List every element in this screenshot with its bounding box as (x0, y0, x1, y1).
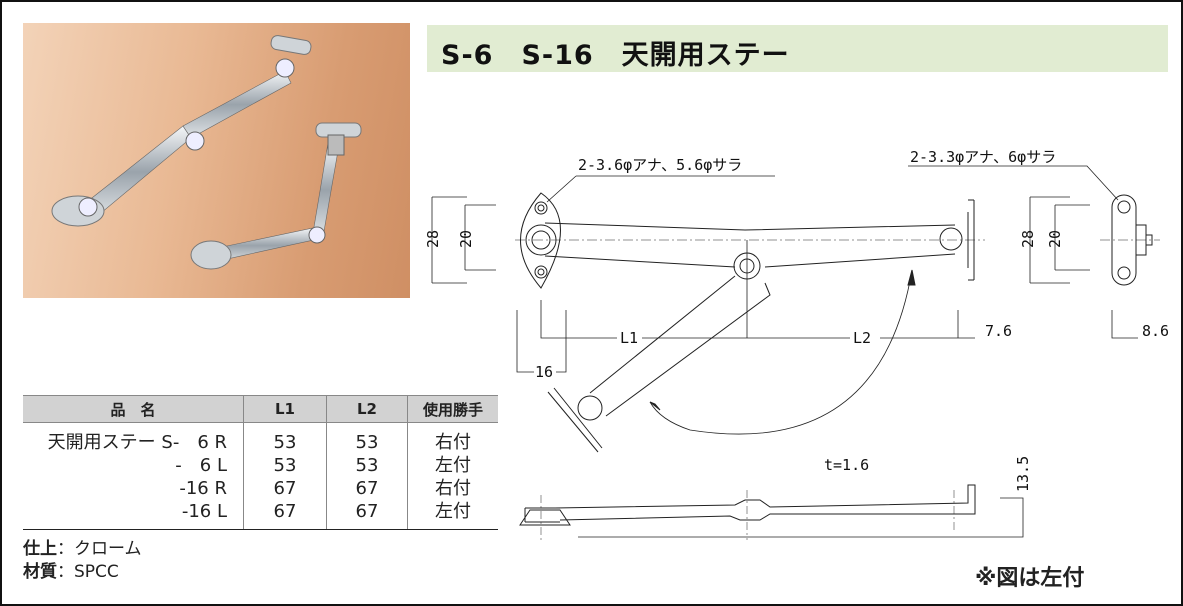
hole-spec-right: 2-3.3φアナ、6φサラ (910, 148, 1056, 166)
table-row: 天開用ステー S- 6 R 53 53 右付 (23, 422, 498, 454)
cell-l1: 53 (243, 454, 327, 477)
table-row: -16 R 67 67 右付 (23, 477, 498, 500)
dim-l1: L1 (620, 329, 638, 347)
header-hand: 使用勝手 (407, 395, 498, 423)
stay-photo-illustration (51, 35, 362, 270)
spec-notes: 仕上：クローム 材質：SPCC (23, 538, 142, 584)
dim-28-right: 28 (1019, 230, 1037, 248)
dim-7-6: 7.6 (985, 322, 1012, 340)
material-label: 材質 (23, 562, 57, 582)
dim-20-left: 20 (457, 230, 475, 248)
finish-value: ：クローム (57, 539, 142, 559)
cell-hand: 右付 (407, 477, 498, 500)
dim-16: 16 (535, 363, 553, 381)
table-row: -16 L 67 67 左付 (23, 500, 498, 530)
cell-l2: 53 (326, 422, 408, 454)
cell-l1: 53 (243, 422, 327, 454)
finish-label: 仕上 (23, 539, 57, 559)
dim-l2: L2 (853, 329, 871, 347)
table-header-row: 品 名 L1 L2 使用勝手 (23, 395, 498, 423)
table-row: - 6 L 53 53 左付 (23, 454, 498, 477)
cell-l2: 67 (326, 477, 408, 500)
cell-name: -16 L (23, 500, 244, 530)
header-l2: L2 (326, 395, 408, 423)
thickness-label: t=1.6 (824, 456, 869, 474)
footnote: ※図は左付 (975, 566, 1085, 591)
cell-hand: 左付 (407, 500, 498, 530)
cell-l2: 67 (326, 500, 408, 530)
cell-l1: 67 (243, 477, 327, 500)
cell-hand: 右付 (407, 422, 498, 454)
dim-28-left: 28 (424, 230, 442, 248)
material-value: ：SPCC (57, 562, 119, 582)
cell-l1: 67 (243, 500, 327, 530)
title-banner: S-6 S-16 天開用ステー (427, 25, 1168, 72)
cell-l2: 53 (326, 454, 408, 477)
page-title: S-6 S-16 天開用ステー (441, 40, 790, 71)
header-l1: L1 (243, 395, 327, 423)
dim-20-right: 20 (1046, 230, 1064, 248)
hole-spec-left: 2-3.6φアナ、5.6φサラ (578, 156, 742, 174)
cell-hand: 左付 (407, 454, 498, 477)
cell-name: -16 R (179, 478, 227, 499)
header-name: 品 名 (23, 395, 244, 423)
dim-13-5: 13.5 (1014, 456, 1032, 492)
cell-name: - 6 L (175, 455, 227, 476)
dim-8-6: 8.6 (1142, 322, 1169, 340)
product-photo (23, 23, 410, 298)
spec-table: 品 名 L1 L2 使用勝手 天開用ステー S- 6 R 53 53 右付 - … (23, 395, 498, 530)
cell-name: 天開用ステー S- 6 R (47, 432, 227, 453)
